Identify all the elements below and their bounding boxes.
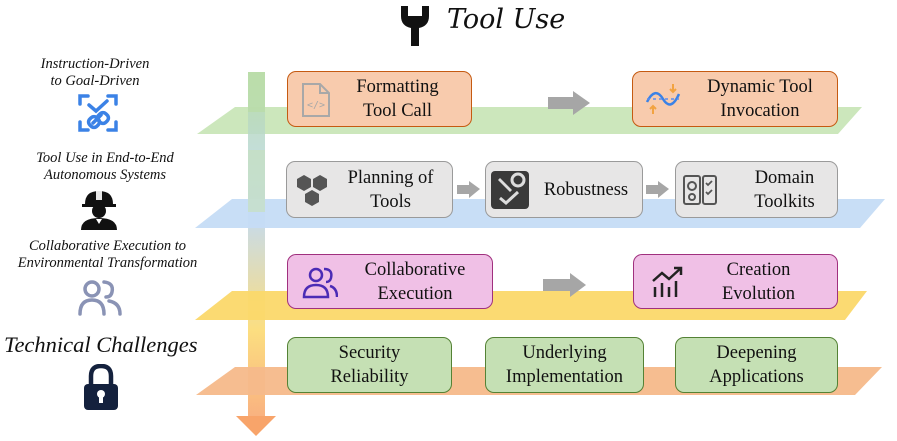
engineer-icon [79,188,119,230]
box-label: Domain Toolkits [754,167,815,212]
box-label: Planning of Tools [347,167,434,212]
label-goal-driven: Instruction-Driven to Goal-Driven [40,56,150,89]
growth-chart-icon [650,265,686,299]
box-security-reliability: Security Reliability [287,337,452,393]
toolkit-icon [682,172,718,208]
box-label: Collaborative Execution [364,259,466,304]
label-collaborative: Collaborative Execution to Environmental… [17,238,198,271]
box-robustness: Robustness [485,161,643,218]
lock-icon [82,364,120,412]
box-planning-of-tools: Planning of Tools [286,161,453,218]
box-label: Security Reliability [330,343,409,387]
arrow-layer2b [646,181,669,198]
box-formatting-tool-call: </> Formatting Tool Call [287,71,472,127]
label-end-to-end: Tool Use in End-to-End Autonomous System… [36,150,174,183]
arrow-layer1 [548,91,590,115]
arrow-layer3 [543,273,586,297]
box-label: Deepening Applications [709,343,804,387]
page-title: Tool Use [447,4,566,35]
box-creation-evolution: Creation Evolution [633,254,838,309]
axis-arrow-head [236,416,276,436]
box-dynamic-tool-invocation: Dynamic Tool Invocation [632,71,838,127]
box-deepening-applications: Deepening Applications [675,337,838,393]
box-label: Dynamic Tool Invocation [707,77,813,121]
box-label: Robustness [543,179,629,200]
cubes-icon [294,173,330,209]
users-icon [78,278,122,320]
progress-axis [248,72,265,417]
code-file-icon: </> [300,82,332,118]
wave-arrows-icon [645,82,681,116]
box-label: Formatting Tool Call [356,77,439,121]
box-domain-toolkits: Domain Toolkits [675,161,838,218]
people-icon [302,265,338,299]
link-check-icon [76,92,120,134]
arrow-layer2a [457,181,480,198]
box-collaborative-execution: Collaborative Execution [287,254,493,309]
box-label: Underlying Implementation [505,343,624,387]
box-underlying-implementation: Underlying Implementation [485,337,644,393]
wrench-icon [395,2,435,48]
label-technical-challenges: Technical Challenges [4,332,198,357]
wrench-check-icon [490,170,530,210]
box-label: Creation Evolution [722,259,795,304]
svg-text:</>: </> [307,100,325,111]
